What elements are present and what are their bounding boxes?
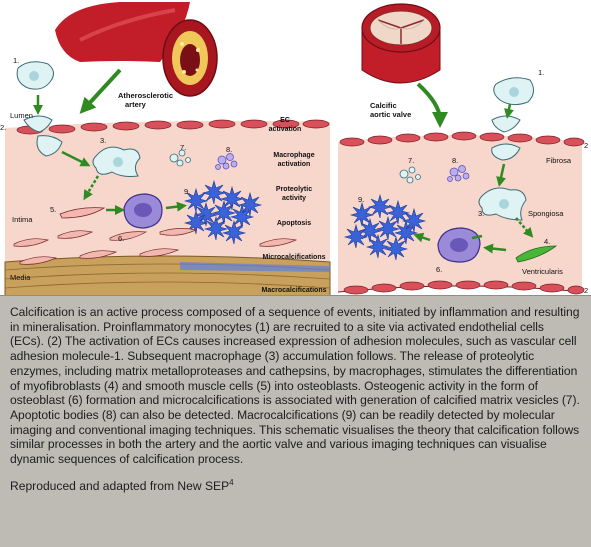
zoom-arrow-left — [79, 68, 122, 114]
label-8-right: 8. — [452, 156, 458, 165]
zoom-arrow-right — [416, 82, 448, 128]
label-6-right: 6. — [436, 265, 442, 274]
artery-panel: Atherosclerotic artery — [0, 2, 331, 297]
label-8-left: 8. — [226, 145, 232, 154]
apoptotic-bodies — [215, 153, 238, 170]
credit-reference: 4 — [229, 477, 234, 487]
stage-microcalcifications: Microcalcifications — [262, 254, 325, 261]
stage-macrocalcifications: Macrocalcifications — [262, 287, 327, 294]
endothelium-right — [339, 131, 585, 295]
media-label: Media — [10, 273, 31, 282]
stage-macrophage-1: Macrophage — [273, 152, 314, 159]
ventricularis-label: Ventricularis — [522, 267, 563, 276]
label-3-left: 3. — [100, 136, 106, 145]
valve-panel: Calcific aortic valve — [337, 3, 588, 295]
label-5-left: 5. — [50, 205, 56, 214]
label-7-left: 7. — [180, 143, 186, 152]
label-1-right: 1. — [538, 68, 544, 77]
stage-proteolytic-1: Proteolytic — [276, 186, 312, 193]
label-9-left: 9. — [184, 187, 190, 196]
stage-labels: EC activation Macrophage activation Prot… — [262, 117, 327, 294]
stage-macrophage-2: activation — [278, 161, 311, 168]
spongiosa-label: Spongiosa — [528, 209, 564, 218]
aortic-valve-illustration — [361, 3, 441, 84]
label-9-right: 9. — [358, 195, 364, 204]
caption-panel: Calcification is an active process compo… — [0, 295, 591, 547]
label-6-left: 6. — [118, 234, 124, 243]
myofibroblast-cell — [515, 245, 558, 263]
stage-apoptosis: Apoptosis — [277, 220, 311, 227]
label-3-right: 3. — [478, 209, 484, 218]
credit-text: Reproduced and adapted from New SEP — [10, 478, 230, 493]
vessel-label-valve: Calcific aortic valve — [370, 101, 411, 119]
label-1-left: 1. — [13, 56, 19, 65]
calcification-schematic: Atherosclerotic artery — [0, 2, 588, 297]
label-2-left: 2. — [0, 123, 6, 132]
intima-label: Intima — [12, 215, 33, 224]
stage-ec-2: activation — [269, 126, 302, 133]
smooth-muscle-cell — [59, 207, 106, 219]
stage-ec-1: EC — [280, 117, 290, 124]
label-2-right-top: 2 — [584, 141, 588, 150]
lumen-label: Lumen — [10, 111, 33, 120]
label-2-right-bottom: 2 — [584, 286, 588, 295]
fibrosa-label: Fibrosa — [546, 156, 572, 165]
label-4-right: 4. — [544, 237, 550, 246]
label-7-right: 7. — [408, 156, 414, 165]
stage-proteolytic-2: activity — [282, 195, 306, 202]
caption-text: Calcification is an active process compo… — [10, 305, 580, 467]
artery-illustration — [55, 2, 218, 97]
vessel-label-artery: Atherosclerotic artery — [118, 91, 175, 109]
credit-line: Reproduced and adapted from New SEP4 — [10, 477, 581, 493]
matrix-vesicles — [169, 149, 191, 167]
